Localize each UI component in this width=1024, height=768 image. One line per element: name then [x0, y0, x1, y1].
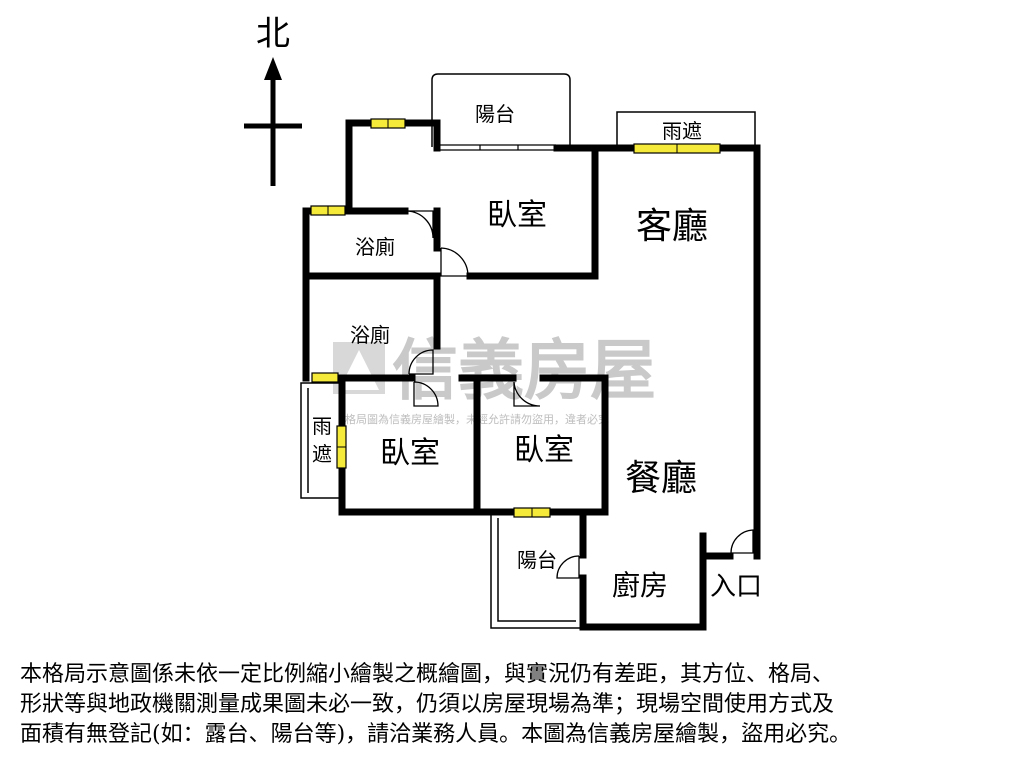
label-balcony-bottom: 陽台	[517, 548, 557, 572]
label-bathroom-1: 浴廁	[355, 235, 395, 259]
label-entrance: 入口	[710, 572, 762, 602]
balcony-bottom-outline	[490, 513, 583, 629]
door-swings	[406, 210, 754, 579]
wall-upper-block	[302, 119, 441, 382]
wall-bedroom-left	[338, 374, 587, 516]
door-entrance	[730, 529, 754, 554]
door-bedroom-left	[413, 381, 439, 407]
north-label: 北	[256, 14, 290, 54]
watermark-brand: 信義房屋	[392, 332, 656, 409]
room-labels: 陽台 雨遮 臥室 客廳 浴廁 浴廁 雨 遮 臥室 臥室 餐廳 陽台 廚房 入口	[312, 102, 762, 602]
label-bedroom-master: 臥室	[487, 198, 547, 233]
door-bath2	[408, 349, 434, 375]
label-canopy-top: 雨遮	[662, 119, 702, 143]
floor-plan: 北 信義房屋 格局圖為信義房屋繪製，未經允許請勿盜用，違者必究	[244, 14, 762, 631]
label-dining-room: 餐廳	[625, 458, 697, 499]
label-bathroom-2: 浴廁	[350, 323, 390, 347]
door-master-bedroom	[440, 247, 469, 277]
door-bedroom-middle	[513, 381, 541, 407]
wall-master-bedroom-east	[466, 144, 599, 280]
canopy-left-outline	[300, 382, 340, 499]
walls	[302, 119, 761, 631]
balcony-bottom-inner	[497, 518, 576, 622]
wall-kitchen-east	[579, 532, 707, 631]
door-balcony-bottom	[556, 555, 580, 579]
label-canopy-left-1: 雨	[312, 414, 332, 438]
label-kitchen: 廚房	[612, 569, 668, 602]
balcony-top-outline	[431, 73, 571, 147]
disclaimer-line-3: 面積有無登記(如：露台、陽台等)，請洽業務人員。本圖為信義房屋繪製，盜用必究。	[20, 722, 852, 747]
compass: 北	[244, 14, 302, 186]
label-bedroom-left: 臥室	[380, 436, 440, 471]
compass-north-arrow-head	[264, 57, 282, 80]
balcony-outlines	[300, 73, 756, 629]
window-bath2-west	[311, 372, 339, 383]
door-bath1	[406, 210, 434, 239]
disclaimer-text: 本格局示意圖係未依一定比例縮小繪製之概繪圖，與實況仍有差距，其方位、格局、 形狀…	[20, 660, 1010, 750]
disclaimer-line-1: 本格局示意圖係未依一定比例縮小繪製之概繪圖，與實況仍有差距，其方位、格局、	[20, 662, 835, 687]
wall-bedroom-middle-top-r	[539, 374, 609, 516]
canopy-top-outline	[616, 111, 756, 146]
label-balcony-top: 陽台	[475, 102, 515, 126]
window-mullions	[327, 119, 678, 517]
label-living-room: 客廳	[636, 206, 708, 247]
label-bedroom-middle: 臥室	[514, 433, 574, 468]
sliding-door-top-balcony	[440, 144, 556, 151]
disclaimer-line-2: 形狀等與地政機關測量成果圖未必一致，仍須以房屋現場為準；現場空間使用方式及	[20, 692, 835, 717]
label-canopy-left-2: 遮	[312, 442, 332, 466]
